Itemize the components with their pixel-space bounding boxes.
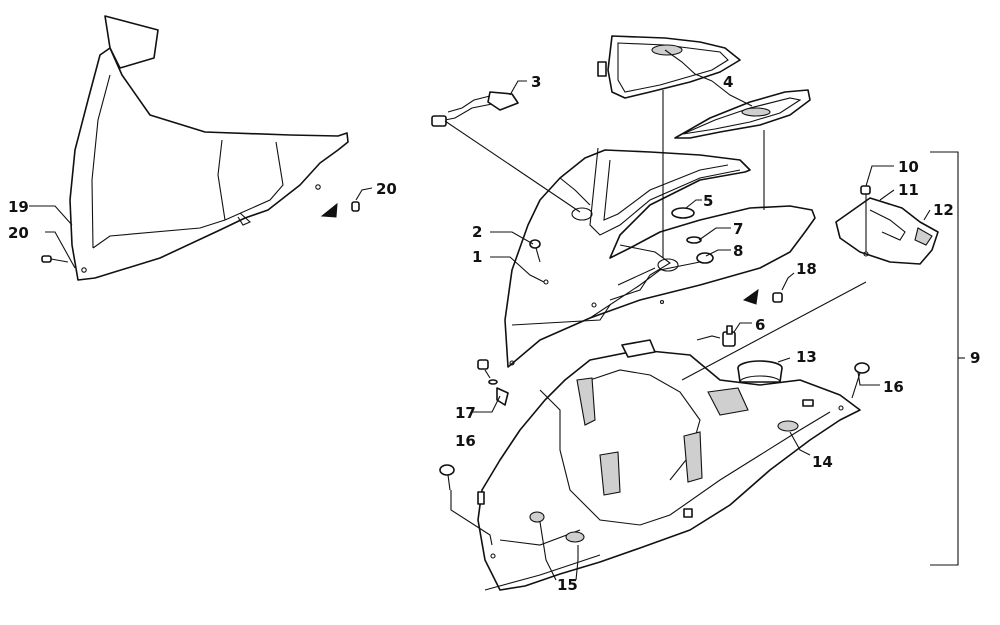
screw-20-left <box>41 255 69 263</box>
wire-harness-3 <box>431 91 519 127</box>
screw-16-left <box>439 464 455 491</box>
plug-5 <box>671 207 695 219</box>
screw-16-right <box>851 362 870 399</box>
callout-1: 1 <box>472 248 482 266</box>
screw-2 <box>529 239 541 263</box>
switch-6 <box>696 325 736 347</box>
boot-13 <box>737 360 783 389</box>
callout-18: 18 <box>796 260 817 278</box>
callout-15: 15 <box>557 576 578 594</box>
screw-20-right <box>320 201 360 218</box>
callout-5: 5 <box>703 192 713 210</box>
nut-18 <box>742 288 783 305</box>
callout-4: 4 <box>723 73 733 91</box>
callout-17: 17 <box>455 404 476 422</box>
hood-panel-part <box>504 147 816 368</box>
callout-16-left: 16 <box>455 432 476 450</box>
windshield-part <box>69 15 349 281</box>
callout-14: 14 <box>812 453 833 471</box>
callout-7: 7 <box>733 220 743 238</box>
callout-3: 3 <box>531 73 541 91</box>
callout-2: 2 <box>472 223 482 241</box>
callout-11: 11 <box>898 181 919 199</box>
vent-4-lower <box>674 89 811 139</box>
callout-9: 9 <box>970 349 980 367</box>
callout-16-right: 16 <box>883 378 904 396</box>
grommet-7-8 <box>686 236 714 264</box>
leader-lines <box>29 49 965 581</box>
vent-4-upper <box>597 35 741 99</box>
callout-8: 8 <box>733 242 743 260</box>
callout-20-right: 20 <box>376 180 397 198</box>
callout-13: 13 <box>796 348 817 366</box>
callout-6: 6 <box>755 316 765 334</box>
callout-labels: 1 2 3 4 5 6 7 8 9 10 11 12 13 14 15 16 1… <box>8 73 980 594</box>
lower-console-part <box>477 339 861 591</box>
callout-19: 19 <box>8 198 29 216</box>
callout-10: 10 <box>898 158 919 176</box>
clip-17 <box>477 359 509 406</box>
callout-12: 12 <box>933 201 954 219</box>
bracket-11 <box>835 185 939 265</box>
callout-20-left: 20 <box>8 224 29 242</box>
